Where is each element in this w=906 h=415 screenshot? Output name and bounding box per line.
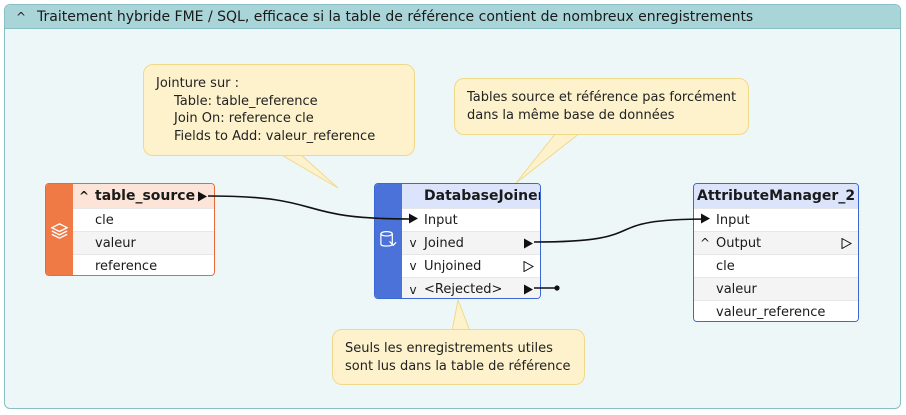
attribute-name: cle xyxy=(716,258,735,274)
annotation-jointure[interactable]: Jointure sur : Table: table_reference Jo… xyxy=(143,64,415,156)
attribute-row[interactable]: cle xyxy=(73,209,214,232)
port-label: Unjoined xyxy=(424,258,482,274)
attribute-name: valeur xyxy=(95,235,136,251)
transformer-name: AttributeManager_2 xyxy=(697,188,856,204)
attribute-name: valeur xyxy=(716,281,757,297)
output-port-row-joined[interactable]: v Joined xyxy=(402,232,540,255)
output-port-icon[interactable] xyxy=(841,232,852,254)
attribute-name: cle xyxy=(95,212,114,228)
port-label: Input xyxy=(716,212,750,228)
attribute-name: valeur_reference xyxy=(716,305,826,320)
attribute-row[interactable]: valeur xyxy=(73,232,214,255)
input-port-icon[interactable] xyxy=(402,213,424,227)
annotation-seuls[interactable]: Seuls les enregistrements utiles sont lu… xyxy=(332,329,585,385)
annotation-line: Seuls les enregistrements utiles xyxy=(345,341,553,356)
output-port-icon[interactable] xyxy=(523,232,534,254)
attribute-row[interactable]: reference xyxy=(73,255,214,275)
output-port-icon[interactable] xyxy=(523,255,534,277)
annotation-line: Fields to Add: valeur_reference xyxy=(174,128,376,144)
chevron-down-icon[interactable]: v xyxy=(409,282,417,297)
annotation-line: dans la même base de données xyxy=(467,107,675,123)
reader-color-bar xyxy=(46,184,73,275)
port-label: Input xyxy=(424,212,458,228)
attribute-name: reference xyxy=(95,259,158,274)
transformer-attribute-manager[interactable]: AttributeManager_2 Input ^ Output cle va… xyxy=(693,183,859,322)
expand-chevron-icon[interactable]: ^ xyxy=(699,236,711,250)
input-port-row[interactable]: Input xyxy=(694,209,858,232)
annotation-line: Table: table_reference xyxy=(174,93,318,109)
output-port-icon[interactable] xyxy=(523,278,534,298)
input-port-row[interactable]: Input xyxy=(402,209,540,232)
layers-icon xyxy=(50,223,69,239)
transformer-header[interactable]: AttributeManager_2 xyxy=(694,184,858,209)
annotation-line: Join On: reference cle xyxy=(174,111,314,126)
output-port-icon[interactable] xyxy=(197,184,208,208)
chevron-down-icon[interactable]: v xyxy=(409,259,417,273)
bookmark-title: Traitement hybride FME / SQL, efficace s… xyxy=(37,8,754,25)
collapse-chevron-icon[interactable]: ^ xyxy=(15,9,27,24)
output-port-row-unjoined[interactable]: v Unjoined xyxy=(402,255,540,278)
bookmark-header[interactable]: ^ Traitement hybride FME / SQL, efficace… xyxy=(5,5,900,29)
annotation-line: sont lus dans la table de référence xyxy=(345,358,571,374)
attribute-row[interactable]: valeur xyxy=(694,278,858,301)
port-label: Output xyxy=(716,235,762,251)
transformer-name: DatabaseJoiner xyxy=(424,188,541,204)
annotation-tables[interactable]: Tables source et référence pas forcément… xyxy=(454,78,749,135)
transformer-header[interactable]: DatabaseJoiner xyxy=(402,184,540,209)
annotation-line: Tables source et référence pas forcément xyxy=(467,90,737,105)
output-port-row-rejected[interactable]: v <Rejected> xyxy=(402,278,540,298)
reader-name: table_source xyxy=(95,188,196,204)
expand-chevron-icon[interactable]: ^ xyxy=(78,189,90,203)
database-icon xyxy=(380,230,397,247)
annotation-line: Jointure sur : xyxy=(156,76,240,91)
chevron-down-icon[interactable]: v xyxy=(409,236,417,250)
reader-table-source[interactable]: ^ table_source cle valeur reference xyxy=(45,183,215,276)
attribute-row[interactable]: cle xyxy=(694,255,858,278)
input-port-icon[interactable] xyxy=(694,213,716,227)
transformer-database-joiner[interactable]: DatabaseJoiner Input v Joined v Unjoined… xyxy=(374,183,541,299)
attribute-row[interactable]: valeur_reference xyxy=(694,301,858,321)
transformer-color-bar xyxy=(375,184,402,298)
port-label: <Rejected> xyxy=(424,282,503,297)
port-label: Joined xyxy=(424,235,464,251)
output-port-row[interactable]: ^ Output xyxy=(694,232,858,255)
reader-header[interactable]: ^ table_source xyxy=(73,184,214,209)
